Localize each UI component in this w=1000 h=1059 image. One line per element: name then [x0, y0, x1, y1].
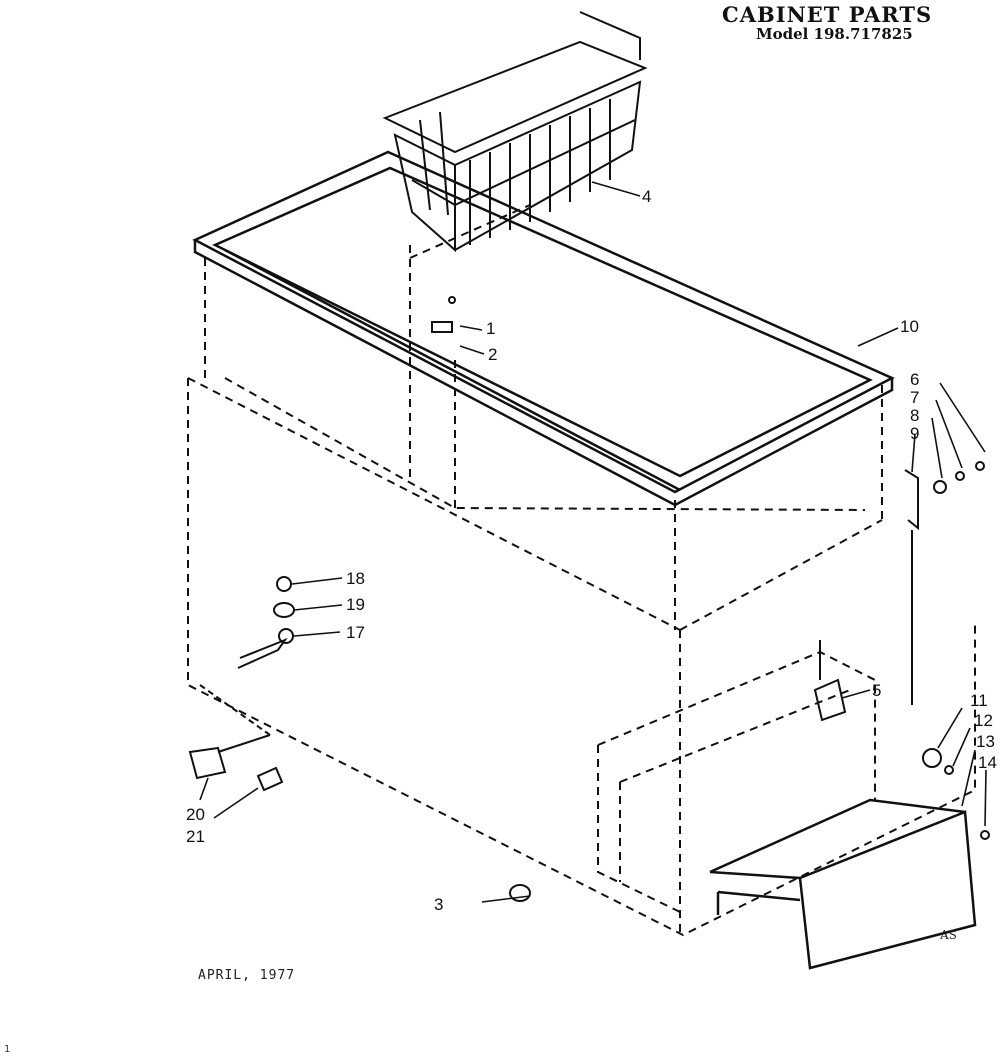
screw-part-6 — [975, 461, 985, 471]
gasket-part-19 — [273, 602, 295, 618]
callout-8: 8 — [910, 406, 919, 425]
callout-4: 4 — [642, 187, 651, 206]
callout-6: 6 — [910, 370, 919, 389]
bushing-part-11 — [922, 748, 942, 768]
grille-panel — [709, 798, 977, 970]
callout-18: 18 — [346, 569, 365, 588]
bracket-part-2 — [431, 321, 453, 333]
callout-12: 12 — [974, 711, 993, 730]
washer-part-12 — [944, 765, 954, 775]
revision-date: APRIL, 1977 — [198, 968, 296, 983]
fitting-part-17 — [278, 628, 294, 644]
plug-part-3 — [509, 884, 531, 902]
callout-20: 20 — [186, 805, 205, 824]
model-number: Model 198.717825 — [756, 25, 913, 43]
top-frame — [192, 150, 895, 507]
cabinet-body — [187, 204, 976, 937]
callout-9: 9 — [910, 424, 919, 443]
leader-lines — [199, 181, 987, 903]
drain-tube — [237, 637, 288, 669]
callout-labels: 1 2 3 4 5 6 7 8 9 10 11 12 13 14 17 18 1… — [186, 187, 997, 914]
callout-17: 17 — [346, 623, 365, 642]
drain-cap-part-21 — [256, 766, 284, 792]
screw-part-1 — [448, 296, 456, 304]
callout-21: 21 — [186, 827, 205, 846]
callout-10: 10 — [900, 317, 919, 336]
hinge-part-5 — [813, 678, 847, 722]
callout-19: 19 — [346, 595, 365, 614]
washer-part-6 — [955, 471, 965, 481]
hinge-part-9 — [904, 469, 919, 531]
diagram-title: CABINET PARTS — [722, 2, 933, 27]
callout-3: 3 — [434, 895, 443, 914]
callout-13: 13 — [976, 732, 995, 751]
drain-plug-part-20 — [188, 746, 227, 780]
hardware-parts — [188, 296, 990, 902]
wire-basket — [382, 11, 648, 253]
callout-2: 2 — [488, 345, 497, 364]
callout-7: 7 — [910, 388, 919, 407]
callout-5: 5 — [872, 681, 881, 700]
drawing-code: AS — [940, 928, 957, 942]
callout-14: 14 — [978, 753, 997, 772]
corner-mark: 1 — [4, 1044, 11, 1055]
callout-1: 1 — [486, 319, 495, 338]
cap-part-18 — [276, 576, 292, 592]
nut-part-7 — [933, 480, 947, 494]
callout-11: 11 — [970, 691, 988, 710]
screw-part-14 — [980, 830, 990, 840]
